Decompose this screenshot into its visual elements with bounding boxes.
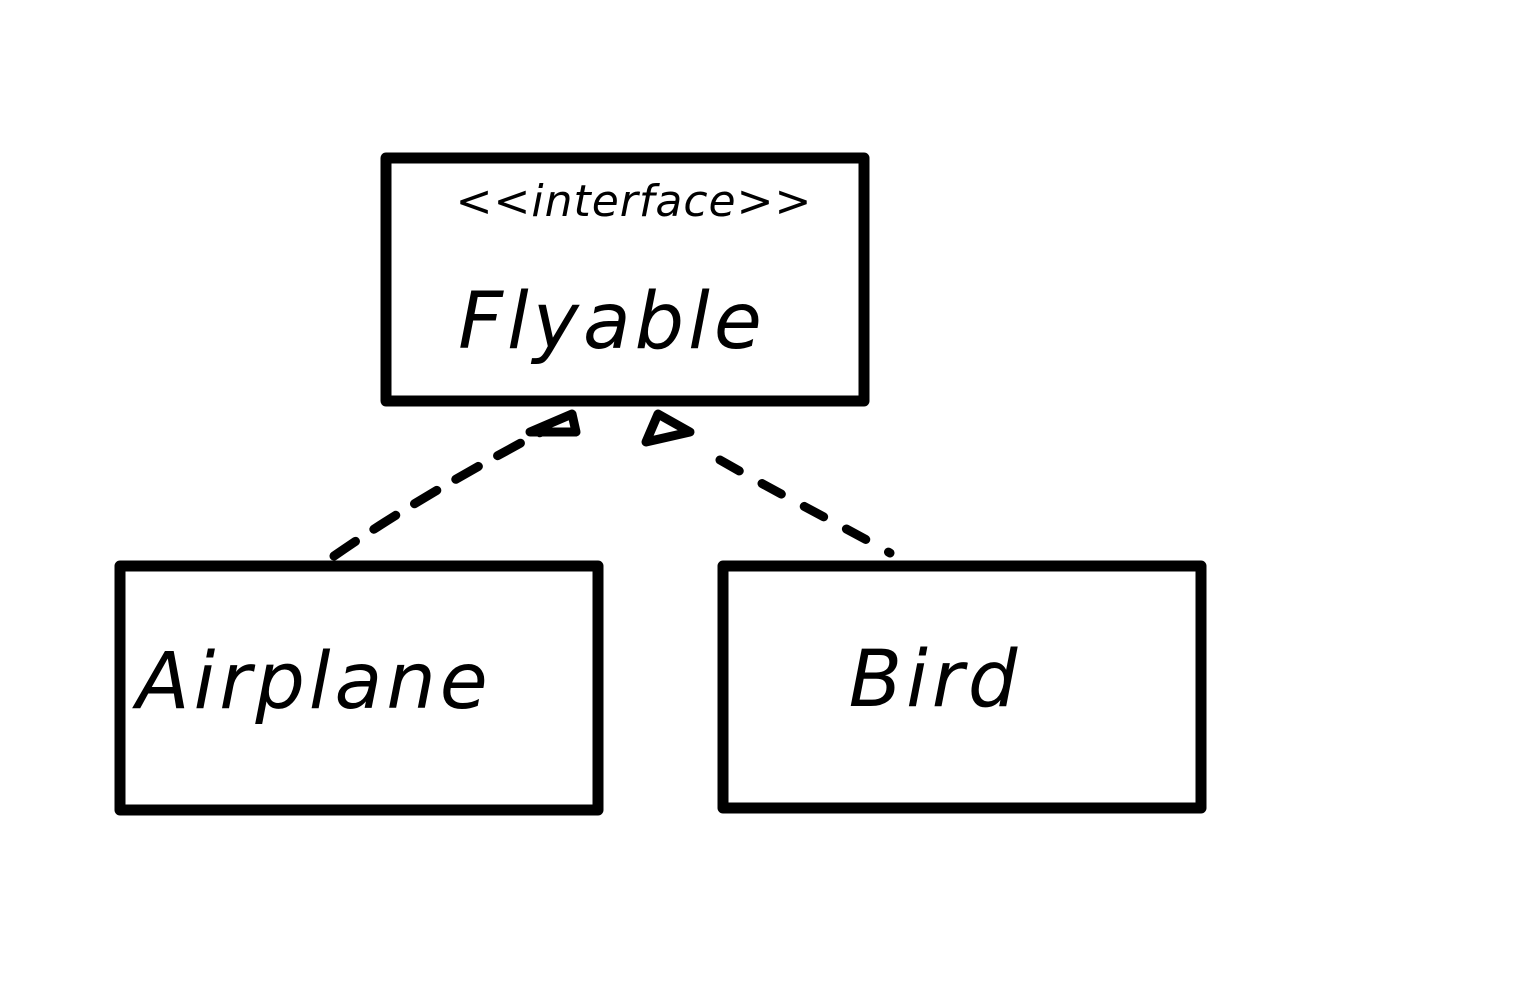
class-bird-box [717, 560, 1207, 814]
class-bird: Bird [717, 560, 1207, 814]
realization-arrowhead-bird [641, 409, 695, 447]
realization-bird-flyable [641, 409, 895, 558]
class-airplane-name: Airplane [131, 637, 492, 727]
realization-arrowhead-airplane [525, 409, 581, 437]
class-airplane: Airplane [114, 560, 604, 816]
realization-line-airplane [329, 425, 550, 561]
interface-flyable: <<interface>> Flyable [380, 152, 870, 407]
class-bird-name: Bird [849, 635, 1022, 725]
class-airplane-box [114, 560, 604, 816]
realization-airplane-flyable [329, 409, 581, 561]
interface-name: Flyable [458, 277, 766, 367]
realization-line-bird [715, 455, 895, 558]
interface-flyable-box [380, 152, 870, 407]
interface-stereotype: <<interface>> [456, 176, 813, 227]
